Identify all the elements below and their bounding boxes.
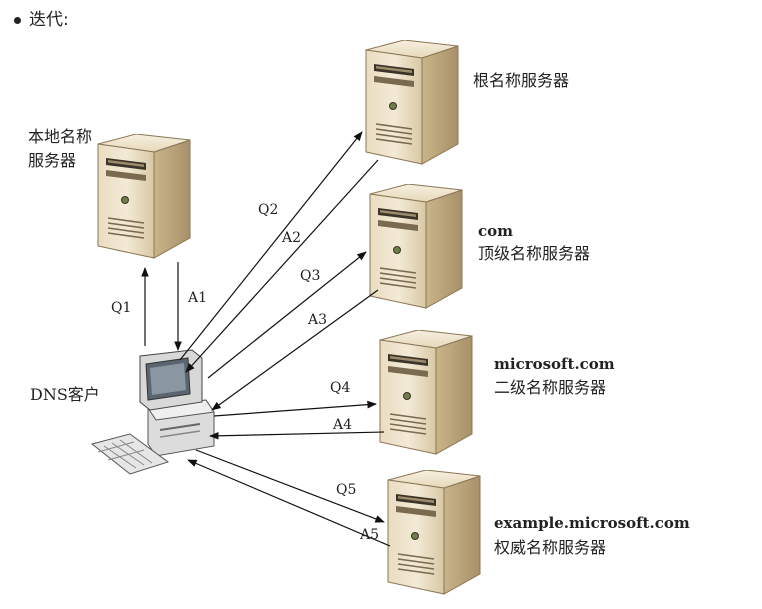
arrow-a2 xyxy=(185,159,379,373)
arrow-a4 xyxy=(209,431,385,440)
example-server-icon xyxy=(387,470,481,595)
com-server-icon xyxy=(369,184,463,309)
com-server-label-line2: 顶级名称服务器 xyxy=(478,244,591,263)
label-q4: Q4 xyxy=(330,380,351,396)
label-a4: A4 xyxy=(333,417,353,433)
arrow-a3 xyxy=(211,289,379,411)
example-server-label-line2: 权威名称服务器 xyxy=(494,538,607,557)
microsoft-server-label-line2: 二级名称服务器 xyxy=(494,378,607,397)
arrow-q2 xyxy=(179,131,363,361)
local-server-label-line2: 服务器 xyxy=(28,151,77,170)
dns-client-label: DNS客户 xyxy=(30,385,100,404)
dns-client-computer-icon xyxy=(90,349,215,475)
arrow-q4 xyxy=(213,400,377,417)
local-server-label-line1: 本地名称 xyxy=(28,127,93,146)
label-a1: A1 xyxy=(188,290,208,306)
bullet-dot-icon xyxy=(14,16,21,24)
bullet-text: 迭代: xyxy=(29,10,69,30)
label-a3: A3 xyxy=(308,312,328,328)
arrow-q3 xyxy=(207,251,367,379)
bullet-item: 迭代: xyxy=(14,8,69,32)
label-q1: Q1 xyxy=(111,300,132,316)
root-server-label: 根名称服务器 xyxy=(473,71,570,90)
com-server-label-line1: com xyxy=(478,222,514,240)
local-server-icon xyxy=(97,134,191,259)
arrow-a5 xyxy=(187,459,391,547)
root-server-icon xyxy=(365,40,459,165)
label-a5: A5 xyxy=(360,527,380,543)
label-q5: Q5 xyxy=(336,482,357,498)
microsoft-server-icon xyxy=(379,330,473,455)
label-a2: A2 xyxy=(282,230,302,246)
example-server-label-line1: example.microsoft.com xyxy=(494,514,690,532)
microsoft-server-label-line1: microsoft.com xyxy=(494,355,615,373)
arrow-q5 xyxy=(195,449,385,523)
label-q2: Q2 xyxy=(258,202,279,218)
label-q3: Q3 xyxy=(300,268,321,284)
